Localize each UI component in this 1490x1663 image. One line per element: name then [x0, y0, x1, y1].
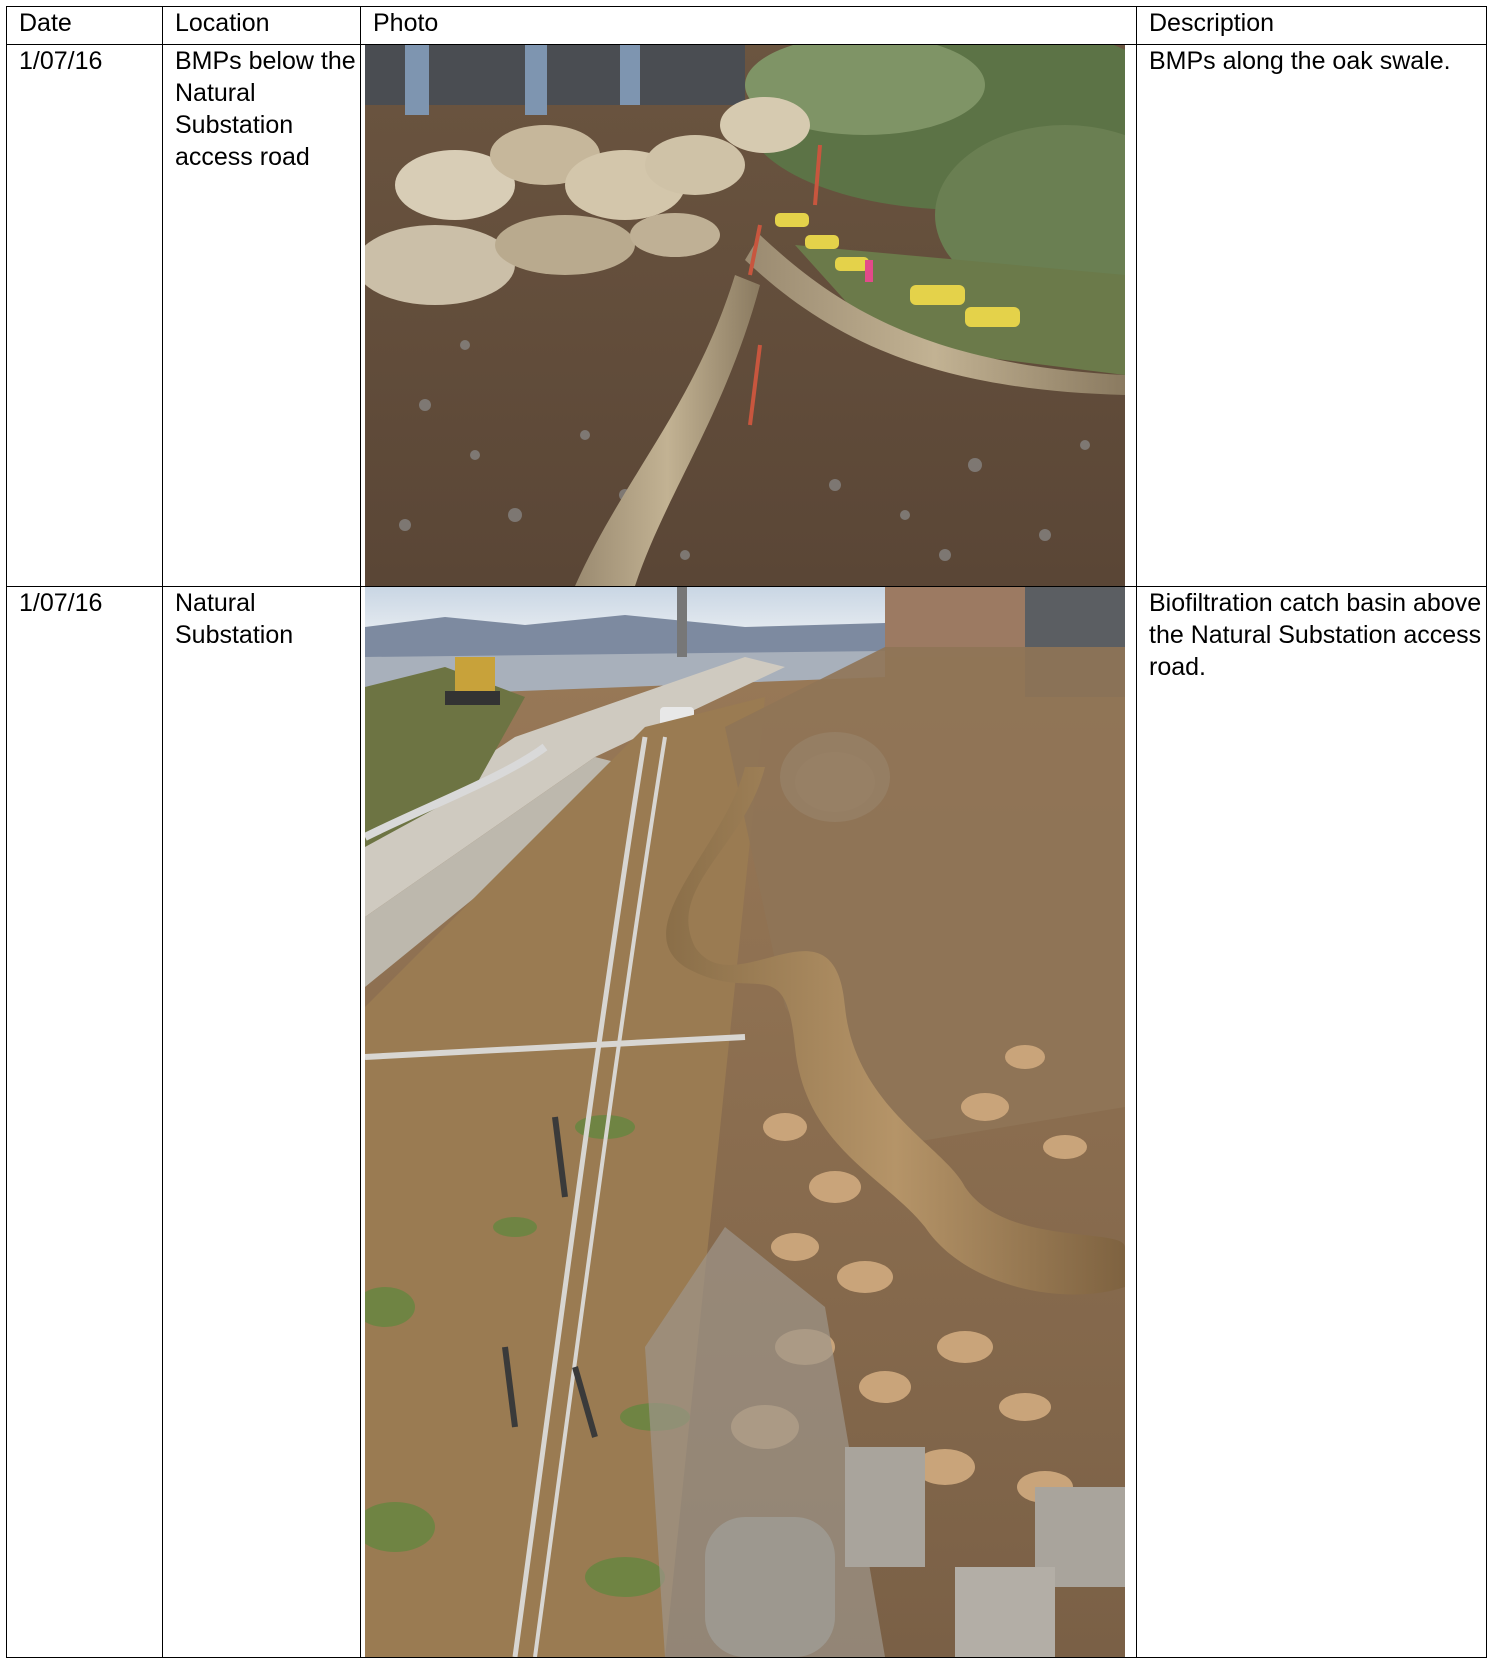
photo-illustration — [365, 45, 1125, 586]
cell-location: Natural Substation — [162, 586, 361, 1658]
cell-date: 1/07/16 — [6, 44, 163, 587]
photo-illustration — [365, 587, 1125, 1657]
cell-photo — [360, 44, 1137, 587]
header-location: Location — [162, 6, 361, 45]
photo-bmps-oak-swale — [365, 45, 1125, 586]
header-date: Date — [6, 6, 163, 45]
cell-location: BMPs below the Natural Substation access… — [162, 44, 361, 587]
header-description: Description — [1136, 6, 1487, 45]
photo-log-table: Date Location Photo Description 1/07/16 … — [6, 6, 1487, 1658]
cell-photo — [360, 586, 1137, 1658]
header-photo: Photo — [360, 6, 1137, 45]
photo-biofiltration-basin — [365, 587, 1125, 1657]
table-row: 1/07/16 Natural Substation — [6, 586, 1487, 1658]
cell-description: Biofiltration catch basin above the Natu… — [1136, 586, 1487, 1658]
table-row: 1/07/16 BMPs below the Natural Substatio… — [6, 44, 1487, 587]
cell-date: 1/07/16 — [6, 586, 163, 1658]
table-header-row: Date Location Photo Description — [6, 6, 1487, 45]
cell-description: BMPs along the oak swale. — [1136, 44, 1487, 587]
